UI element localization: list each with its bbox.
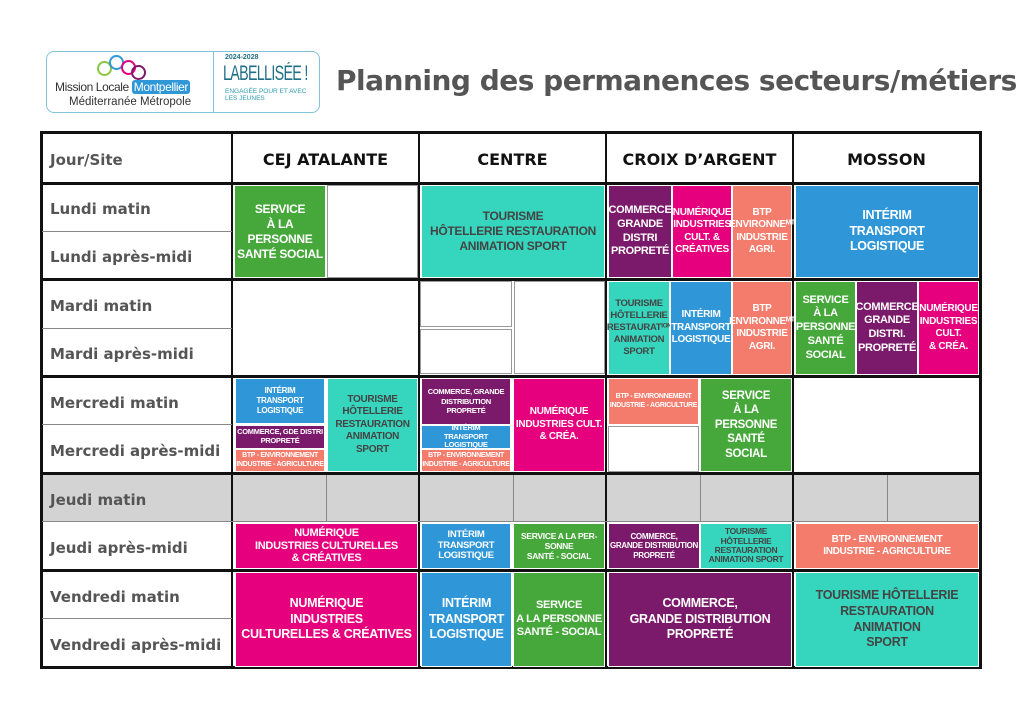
divider	[887, 475, 888, 521]
slot-block: COMMERCE, GRANDE DISTRIBUTION PROPRETÉ	[421, 378, 511, 425]
empty-cell	[420, 329, 512, 374]
slot-block: COMMERCE, GRANDE DISTRIBUTION PROPRETÉ	[608, 572, 792, 667]
site-header: CENTRE	[477, 150, 548, 169]
slot-block: NUMÉRIQUE INDUSTRIES CULT. & CRÉA.	[918, 281, 979, 375]
label-subtitle: ENGAGÉE POUR ET AVEC LES JEUNES	[225, 88, 307, 102]
slot-block: TOURISME HÔTELLERIE RESTAURATION ANIMATI…	[700, 523, 792, 569]
slot-block: COMMERCE GRANDE DISTRI. PROPRETÉ	[856, 281, 919, 375]
divider	[231, 133, 233, 668]
slot-block: INTÉRIM TRANSPORT LOGISTIQUE	[421, 423, 511, 449]
divider	[42, 521, 980, 522]
site-header: MOSSON	[847, 150, 926, 169]
slot-block: INTÉRIM TRANSPORT LOGISTIQUE	[670, 281, 732, 375]
divider	[418, 133, 420, 668]
slot-block: INTÉRIM TRANSPORT LOGISTIQUE	[421, 523, 511, 569]
divider	[42, 328, 232, 329]
slot-block: NUMÉRIQUE INDUSTRIES CULT. & CRÉA.	[513, 378, 605, 472]
empty-cell	[420, 281, 512, 327]
divider	[42, 472, 980, 475]
divider	[42, 375, 980, 378]
row-label: Mercredi après-midi	[50, 442, 221, 460]
jeudi-matin-row	[43, 475, 979, 521]
empty-cell	[608, 426, 699, 472]
divider	[42, 569, 980, 572]
slot-block: NUMÉRIQUE INDUSTRIES CULTURELLES & CRÉAT…	[235, 523, 418, 569]
empty-cell	[327, 185, 418, 278]
slot-block: TOURISME HÔTELLERIE RESTAURATᴵᴼᴺ ANIMATI…	[607, 281, 671, 375]
slot-block: INTÉRIM TRANSPORT LOGISTIQUE	[421, 572, 512, 667]
divider	[42, 278, 980, 281]
slot-block: SERVICE A LA PER- SONNE SANTÉ - SOCIAL	[513, 523, 605, 569]
slot-block: COMMERCE GRANDE DISTRI PROPRETÉ	[608, 185, 672, 278]
divider	[513, 475, 514, 521]
row-label: Mercredi matin	[50, 394, 179, 412]
site-header: CEJ ATALANTE	[262, 150, 389, 169]
row-label: Mardi matin	[50, 297, 153, 315]
divider	[605, 133, 607, 668]
label-years: 2024-2028	[225, 54, 259, 61]
slot-block: INTÉRIM TRANSPORT LOGISTIQUE	[235, 378, 325, 424]
row-label: Jeudi après-midi	[50, 539, 188, 557]
slot-block: BTP ENVIRONNEᴹᵀ INDUSTRIE AGRI.	[729, 281, 795, 375]
slot-block: TOURISME HÔTELLERIE RESTAURATION ANIMATI…	[327, 378, 418, 472]
row-label: Lundi après-midi	[50, 248, 193, 266]
slot-block: BTP ENVIRONNEᴹᵀ INDUSTRIE AGRI.	[729, 185, 795, 278]
slot-block: SERVICE À LA PERSONNE SANTÉ SOCIAL	[234, 185, 326, 278]
slot-block: BTP - ENVIRONNEMENT INDUSTRIE - AGRICULT…	[795, 523, 979, 569]
slot-block: TOURISME HÔTELLERIE RESTAURATION ANIMATI…	[421, 185, 605, 278]
divider	[42, 182, 980, 185]
divider	[42, 424, 232, 425]
slot-block: BTP - ENVIRONNEMENT INDUSTRIE - AGRICULT…	[421, 449, 511, 472]
divider	[326, 475, 327, 521]
slot-block: INTÉRIM TRANSPORT LOGISTIQUE	[795, 185, 979, 278]
slot-block: SERVICE À LA PERSONNE SANTÉ SOCIAL	[795, 281, 856, 375]
slot-block: BTP - ENVIRONNEMENT INDUSTRIE - AGRICULT…	[608, 378, 699, 425]
row-label: Mardi après-midi	[50, 345, 194, 363]
divider	[700, 475, 701, 521]
row-label: Lundi matin	[50, 200, 151, 218]
slot-block: SERVICE À LA PERSONNE SANTÉ SOCIAL	[700, 378, 792, 472]
row-label: Vendredi matin	[50, 588, 180, 606]
logo-name: Mission Locale Montpellier	[55, 80, 191, 94]
divider	[792, 133, 794, 668]
slot-block: BTP - ENVIRONNEMENT INDUSTRIE - AGRICULT…	[235, 449, 325, 472]
slot-block: COMMERCE, GRANDE DISTRIBUTION PROPRETÉ	[608, 523, 700, 569]
planning-table	[40, 131, 982, 669]
row-label: Vendredi après-midi	[50, 636, 222, 654]
divider	[42, 618, 232, 619]
slot-block: SERVICE A LA PERSONNE SANTÉ - SOCIAL	[513, 572, 605, 667]
header-corner: Jour/Site	[50, 151, 123, 169]
site-header: CROIX D’ARGENT	[622, 150, 777, 169]
page-title: Planning des permanences secteurs/métier…	[336, 64, 1017, 97]
slot-block: TOURISME HÔTELLERIE RESTAURATION ANIMATI…	[795, 572, 979, 667]
slot-block: NUMÉRIQUE INDUSTRIES CULTURELLES & CRÉAT…	[235, 572, 418, 667]
divider	[42, 231, 232, 232]
slot-block: COMMERCE, GDE DISTRI PROPRETÉ	[235, 425, 325, 449]
mission-locale-logo: Mission Locale Montpellier Méditerranée …	[46, 51, 320, 113]
people-icon	[97, 55, 157, 80]
slot-block: NUMÉRIQUE INDUSTRIES CULT. & CRÉATIVES	[672, 185, 732, 278]
empty-cell	[514, 281, 605, 374]
label-title: LABELLISÉE !	[223, 62, 308, 85]
logo-subname: Méditerranée Métropole	[69, 96, 192, 108]
row-label: Jeudi matin	[50, 491, 147, 509]
